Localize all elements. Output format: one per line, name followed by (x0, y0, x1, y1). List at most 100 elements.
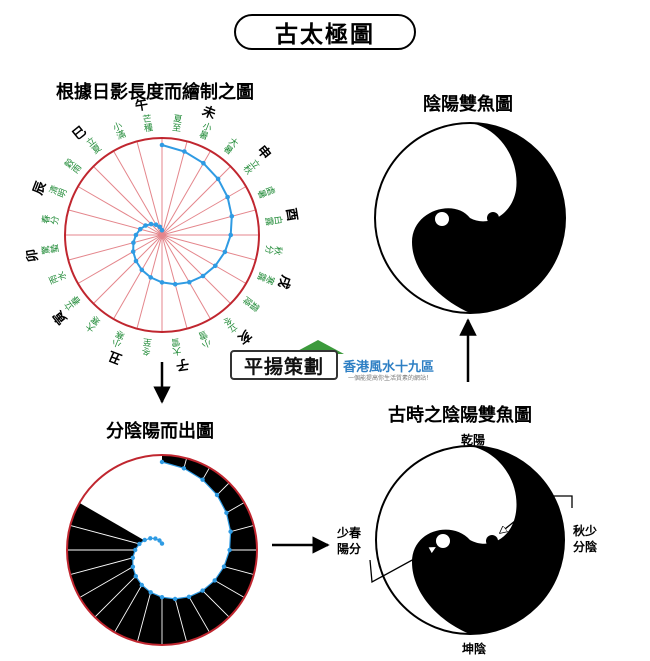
split-dot (181, 466, 187, 471)
solar-term-text: 大寒 (84, 314, 104, 336)
solar-term-label: 大寒 (84, 314, 104, 336)
split-dot (159, 595, 165, 600)
spiral-dot (187, 279, 192, 285)
ancient-yang-eye (436, 534, 450, 548)
spiral-dots (130, 142, 235, 287)
solar-term-label: 驚蟄 (39, 244, 60, 257)
split-spoke (161, 549, 254, 576)
solar-term-label: 雨水 (47, 271, 68, 288)
branch-label: 午 (134, 97, 149, 115)
spoke-line (113, 150, 163, 236)
split-spoke (79, 502, 163, 551)
split-spoke (161, 549, 245, 598)
spiral-dot (143, 223, 148, 228)
spokes (65, 138, 259, 332)
spiral-dot (148, 221, 154, 227)
split-dot (228, 529, 233, 534)
split-dot (137, 541, 142, 547)
spiral-dot (222, 249, 228, 255)
spiral-dot (172, 281, 178, 287)
spiral-dot (215, 176, 221, 182)
ancient-yin-eye (486, 535, 498, 547)
solar-term-text: 夏至 (170, 113, 183, 132)
solar-term-text: 驚蟄 (39, 244, 60, 257)
split-dot (159, 541, 165, 546)
split-dot (130, 555, 135, 560)
solar-term-label: 霜降 (241, 293, 262, 313)
spiral-dot (131, 240, 136, 245)
spiral-dot (159, 280, 165, 285)
branch-label: 酉 (282, 207, 299, 222)
split-spoke (70, 524, 163, 551)
split-dots (130, 459, 233, 602)
spiral-dot (137, 226, 143, 232)
yin-eye (487, 212, 499, 224)
split-dot (186, 594, 192, 599)
spoke-line (161, 209, 256, 236)
solar-term-text: 小雪 (197, 328, 214, 350)
split-dot (221, 564, 227, 569)
spoke-line (161, 166, 231, 236)
split-spoke (70, 549, 163, 576)
split-dot (212, 578, 217, 583)
spiral-dot (201, 160, 206, 166)
split-circle (66, 454, 258, 646)
spoke-line (136, 234, 163, 329)
split-dot (133, 574, 138, 579)
solar-term-text: 清明 (46, 184, 68, 201)
solar-term-text: 小滿 (110, 120, 127, 141)
solar-term-label: 大雪 (171, 336, 184, 357)
main-title: 古太極圖 (234, 14, 416, 50)
spoke-line (77, 186, 163, 236)
spiral-dot (200, 273, 206, 279)
autumn-yin-label: 秋少分陰 (573, 524, 598, 554)
solar-term-label: 小雪 (197, 328, 214, 350)
solar-term-label: 大暑 (220, 134, 240, 156)
spring-yang-label: 少春陽分 (337, 526, 362, 556)
sun-diagram: 午未申酉戌亥子丑寅卯辰巳 夏至小暑大暑立秋處暑白露秋分寒露霜降立冬小雪大雪冬至小… (24, 97, 300, 373)
split-spoke (161, 549, 210, 633)
split-spoke (114, 549, 163, 633)
split-dot (200, 477, 205, 482)
solar-term-text: 雨水 (47, 271, 68, 288)
solar-term-text: 大雪 (171, 336, 184, 357)
spoke-line (161, 234, 188, 329)
qian-yang-label: 乾陽 (461, 433, 486, 447)
solar-term-label: 秋分 (264, 243, 285, 256)
solar-term-label: 小暑 (196, 120, 213, 142)
solar-term-text: 冬至 (142, 338, 155, 358)
spiral-dot (148, 275, 153, 280)
split-dot (214, 492, 220, 498)
spiral-dot (133, 232, 139, 238)
solar-term-label: 夏至 (170, 113, 183, 132)
spoke-line (77, 234, 163, 284)
branch-label: 卯 (24, 248, 42, 263)
yin-yang-fish (374, 122, 566, 314)
spring-pointer-arrow (369, 547, 436, 584)
logo-tagline: 一個能提高你生活質素的網站！ (348, 375, 433, 382)
split-dot (139, 582, 144, 588)
spoke-line (68, 234, 163, 261)
kun-yin-label: 坤陰 (462, 642, 487, 656)
branch-label: 戌 (274, 273, 294, 291)
split-spoke (161, 482, 230, 551)
split-spoke (136, 549, 163, 642)
watermark-logo: 平揚策劃 香港風水十九區 一個能提高你生活質素的網站！ (230, 340, 440, 382)
autumn-pointer-arrow (500, 495, 573, 533)
solar-term-text: 春分 (39, 215, 60, 228)
spoke-line (93, 234, 163, 304)
spoke-line (161, 234, 247, 284)
split-dot (133, 547, 138, 553)
solar-term-text: 處暑 (255, 182, 278, 199)
solar-term-text: 小寒 (111, 329, 128, 351)
spiral-dot (139, 267, 145, 273)
solar-term-text: 寒露 (256, 269, 278, 286)
spoke-line (113, 234, 163, 320)
logo-site-name: 香港風水十九區 (343, 360, 435, 375)
spiral-dot (159, 142, 165, 148)
spoke-line (161, 234, 256, 261)
split-dot (148, 590, 153, 595)
solar-term-text: 小暑 (196, 120, 213, 142)
spoke-line (161, 234, 231, 304)
